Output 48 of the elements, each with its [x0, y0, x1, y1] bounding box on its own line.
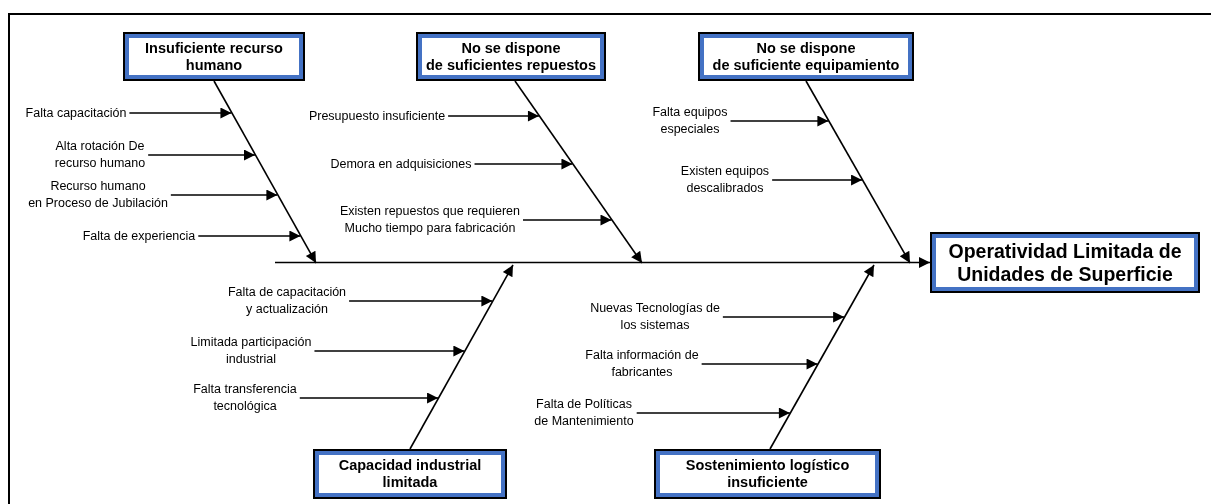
arrow	[170, 189, 279, 201]
category-box	[416, 32, 606, 81]
cause-label: Falta información de fabricantes	[585, 347, 699, 381]
cause-label: Falta de Políticas de Mantenimiento	[534, 396, 634, 430]
cause-label: Falta transferencia tecnológica	[193, 381, 297, 415]
effect-label: Operatividad Limitada de Unidades de Superficie	[948, 240, 1182, 285]
arrow	[635, 407, 791, 419]
arrow	[522, 214, 613, 226]
arrow	[771, 174, 863, 186]
cause-label: Nuevas Tecnologías de los sistemas	[590, 300, 720, 334]
arrow	[348, 295, 494, 307]
category-box	[698, 32, 914, 81]
spine-arrow	[274, 257, 931, 268]
cause-label: Existen equipos descalibrados	[680, 163, 770, 197]
arrow	[128, 107, 233, 119]
arrow	[700, 358, 819, 370]
arrow	[313, 345, 466, 357]
category-label: No se dispone de suficientes repuestos	[426, 39, 596, 74]
arrow	[514, 80, 643, 264]
category-box	[123, 32, 305, 81]
category-label: No se dispone de suficiente equipamiento	[712, 39, 900, 74]
cause-label: Falta equipos especiales	[652, 104, 728, 138]
arrow	[447, 110, 540, 122]
arrow	[473, 158, 574, 170]
arrow	[769, 264, 875, 450]
arrow	[147, 149, 256, 161]
cause-label: Limitada participación industrial	[190, 334, 312, 368]
category-label: Capacidad industrial limitada	[338, 457, 482, 491]
category-label: Sostenimiento logístico insuficiente	[685, 457, 850, 491]
category-label: Insuficiente recurso humano	[145, 39, 283, 74]
arrow	[197, 230, 302, 242]
effect-box	[930, 232, 1200, 293]
cause-label: Alta rotación De recurso humano	[54, 138, 146, 172]
cause-label: Recurso humano en Proceso de Jubilación	[28, 178, 168, 212]
cause-label: Falta de capacitación y actualización	[227, 284, 347, 318]
cause-label: Presupuesto insuficiente	[308, 107, 446, 125]
arrow	[729, 115, 830, 127]
cause-label: Falta capacitación	[25, 104, 127, 122]
arrow	[805, 80, 911, 264]
cause-label: Falta de experiencia	[82, 227, 196, 245]
arrow	[298, 392, 439, 404]
arrow	[213, 80, 317, 264]
category-box	[313, 449, 507, 499]
category-box	[654, 449, 881, 499]
arrow	[409, 264, 514, 450]
arrow	[722, 311, 845, 323]
cause-label: Demora en adquisiciones	[330, 155, 472, 173]
cause-label: Existen repuestos que requieren Mucho tiempo para fabricación	[340, 203, 520, 237]
